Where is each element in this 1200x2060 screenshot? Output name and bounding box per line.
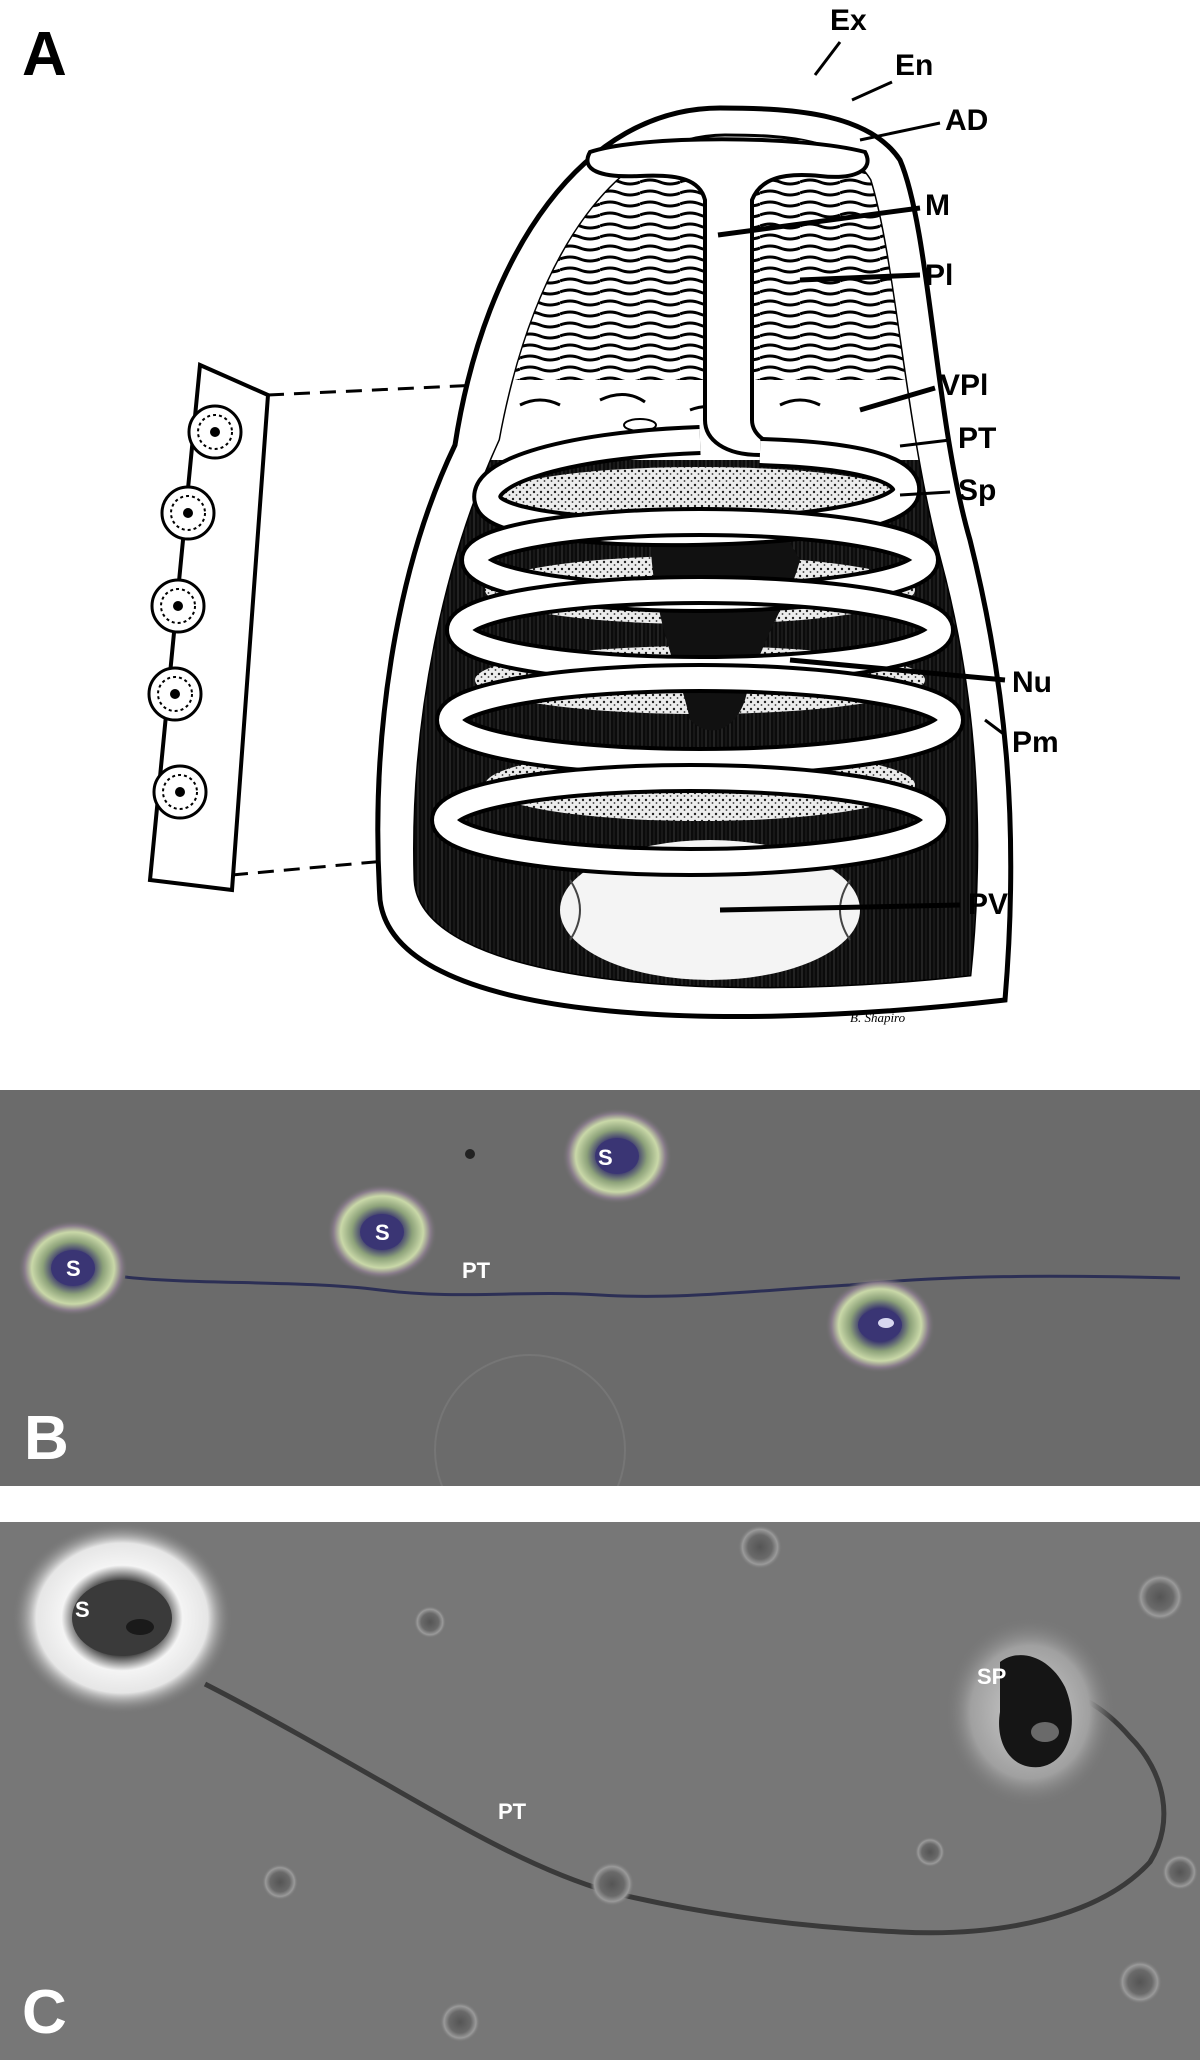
tube-coil-section — [147, 666, 203, 722]
sporoplasm-c — [945, 1617, 1115, 1807]
label-m: M — [925, 189, 950, 222]
polar-tube-coils — [430, 425, 965, 877]
vesicle-on-tube — [590, 1862, 634, 1906]
label-pl: Pl — [925, 259, 953, 292]
panel-b-letter: B — [24, 1404, 69, 1473]
micrograph-b: S S S PT — [18, 1108, 1181, 1486]
label-nu: Nu — [1012, 666, 1052, 699]
polar-tube-cross-section — [147, 362, 271, 893]
label-ad: AD — [945, 104, 988, 137]
panel-a: A — [22, 4, 1059, 1025]
spore-b-2 — [327, 1184, 437, 1280]
artist-signature: B. Shapiro — [850, 1010, 906, 1025]
tube-coil-section — [160, 485, 216, 541]
spore-b-3 — [562, 1108, 672, 1204]
sporoplasm-label: SP — [977, 1664, 1006, 1689]
anchoring-disc-manubrium — [585, 137, 870, 458]
spore-b-1 — [18, 1220, 128, 1316]
spore-c — [12, 1522, 232, 1714]
spore-label-c: S — [75, 1597, 90, 1622]
spore-diagram: Ex En AD M Pl VPl PT Sp Nu Pm PV B. Shap… — [147, 4, 1059, 1025]
spore-label: S — [375, 1220, 390, 1245]
micrograph-c: S PT SP — [12, 1522, 1198, 2042]
panel-c: S PT SP C — [0, 1522, 1200, 2060]
dashed-guide-top — [267, 383, 481, 397]
tube-coil-section — [150, 578, 206, 634]
label-sp: Sp — [958, 474, 996, 507]
panel-a-letter: A — [22, 20, 67, 89]
spore-b-4 — [825, 1277, 935, 1373]
polar-tube-c — [203, 1681, 1167, 1936]
panel-b: S S S PT B — [0, 1090, 1200, 1486]
tube-coil-section — [152, 764, 208, 820]
label-en: En — [895, 49, 933, 82]
label-pt: PT — [958, 422, 996, 455]
label-pv: PV — [968, 888, 1008, 921]
leader-lines — [717, 41, 1006, 913]
label-vpl: VPl — [940, 369, 988, 402]
label-ex: Ex — [830, 4, 867, 37]
dashed-guide-bottom — [231, 854, 441, 877]
tube-label-c: PT — [498, 1799, 527, 1824]
tube-coil-section — [187, 404, 243, 460]
spore-label: S — [598, 1145, 613, 1170]
polar-tube-b — [124, 1274, 1181, 1298]
label-pm: Pm — [1012, 726, 1059, 759]
panel-c-letter: C — [22, 1978, 67, 2047]
spore-label: S — [66, 1256, 81, 1281]
tube-label: PT — [462, 1258, 491, 1283]
